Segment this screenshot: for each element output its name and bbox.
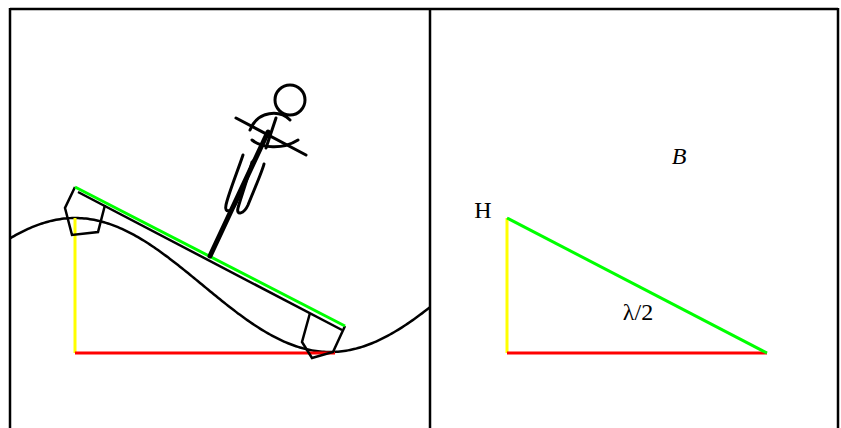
point-label: B — [672, 144, 687, 168]
height-line — [74, 218, 77, 353]
bike-frame — [78, 192, 342, 330]
bike-wheel — [65, 187, 345, 358]
height-label: H — [474, 198, 491, 222]
rider-figure — [210, 85, 306, 256]
base-line — [75, 352, 335, 355]
panel-frame — [10, 8, 838, 428]
height-line — [506, 218, 509, 353]
length-label: λ/2 — [623, 300, 653, 324]
base-line — [507, 352, 767, 355]
hypotenuse-line — [507, 218, 767, 353]
